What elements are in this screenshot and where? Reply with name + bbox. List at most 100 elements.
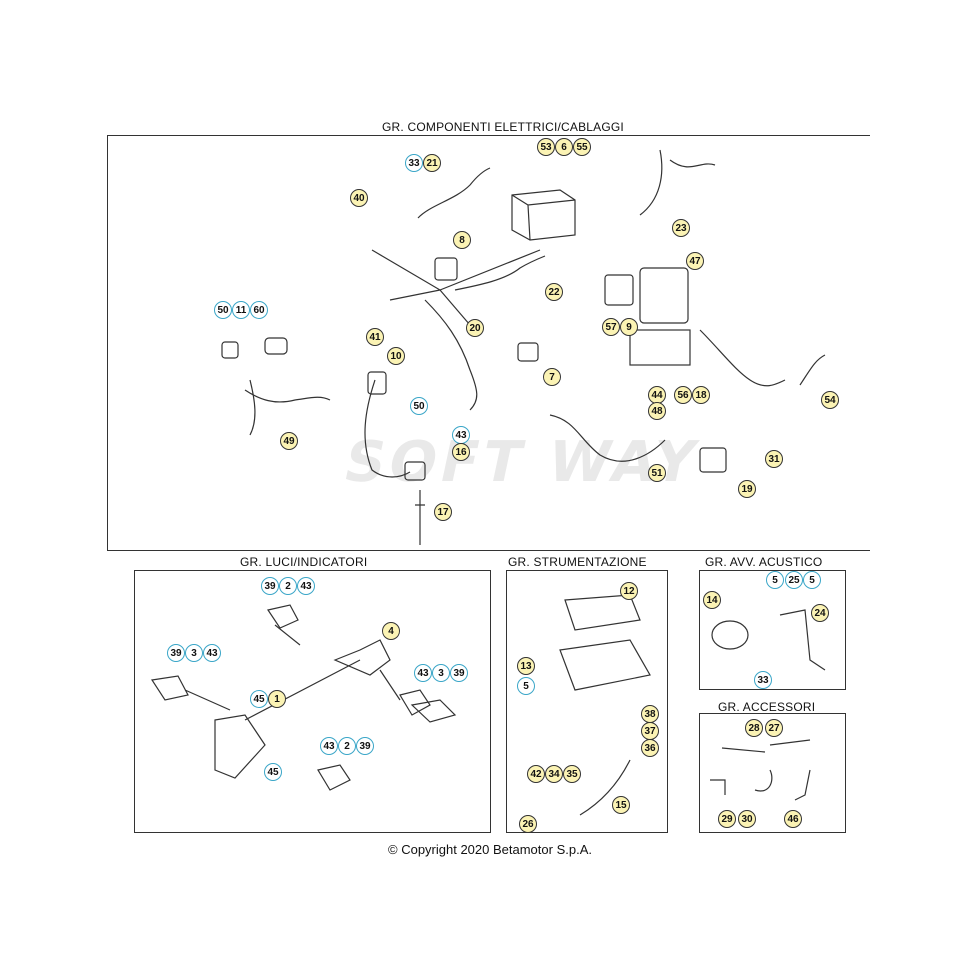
switch-11: [221, 341, 239, 359]
callout-36: 36: [641, 739, 659, 757]
callout-12: 12: [620, 582, 638, 600]
callout-29: 29: [718, 810, 736, 828]
callout-39-c: 39: [450, 664, 468, 682]
callout-6: 6: [555, 138, 573, 156]
strap-28: [721, 747, 766, 753]
harness-18: [699, 329, 786, 387]
callout-3-b: 3: [432, 664, 450, 682]
callout-7: 7: [543, 368, 561, 386]
copyright-text: © Copyright 2020 Betamotor S.p.A.: [388, 842, 592, 857]
callout-16: 16: [452, 443, 470, 461]
callout-17: 17: [434, 503, 452, 521]
callout-43-d: 43: [414, 664, 432, 682]
indicator-right-bot: [410, 699, 457, 723]
callout-41: 41: [366, 328, 384, 346]
callout-23: 23: [672, 219, 690, 237]
callout-53: 53: [537, 138, 555, 156]
callout-5-c: 5: [803, 571, 821, 589]
callout-54: 54: [821, 391, 839, 409]
horn-bracket-24: [779, 609, 826, 671]
cable-21: [417, 167, 491, 219]
callout-28: 28: [745, 719, 763, 737]
callout-5-b: 5: [766, 571, 784, 589]
callout-43-c: 43: [203, 644, 221, 662]
title-lights: GR. LUCI/INDICATORI: [240, 555, 368, 569]
frame-electrical: [107, 135, 870, 551]
indicator-left-top: [267, 604, 299, 629]
dash-bracket-13: [559, 639, 651, 691]
callout-10: 10: [387, 347, 405, 365]
callout-57: 57: [602, 318, 620, 336]
callout-60: 60: [250, 301, 268, 319]
callout-45-b: 45: [264, 763, 282, 781]
callout-39-d: 39: [356, 737, 374, 755]
horn-relay-19: [699, 447, 727, 473]
relay-7: [517, 342, 539, 362]
callout-15: 15: [612, 796, 630, 814]
callout-40: 40: [350, 189, 368, 207]
guide-line: [184, 624, 401, 721]
regulator-47: [639, 267, 689, 324]
callout-13: 13: [517, 657, 535, 675]
cable-51: [549, 414, 666, 462]
callout-1: 1: [268, 690, 286, 708]
callout-20: 20: [466, 319, 484, 337]
callout-8: 8: [453, 231, 471, 249]
guide-46: [794, 769, 811, 801]
harness-23: [639, 149, 716, 216]
callout-22: 22: [545, 283, 563, 301]
callout-21: 21: [423, 154, 441, 172]
title-electrical: GR. COMPONENTI ELETTRICI/CABLAGGI: [382, 120, 624, 134]
callout-35: 35: [563, 765, 581, 783]
callout-43-a: 43: [452, 426, 470, 444]
callout-51: 51: [648, 464, 666, 482]
battery-part: [511, 189, 576, 241]
callout-9: 9: [620, 318, 638, 336]
callout-11: 11: [232, 301, 250, 319]
callout-50-b: 50: [410, 397, 428, 415]
callout-50-a: 50: [214, 301, 232, 319]
callout-43-e: 43: [320, 737, 338, 755]
sparkplug-17: [415, 490, 425, 545]
callout-55: 55: [573, 138, 591, 156]
callout-45-a: 45: [250, 690, 268, 708]
horn-14: [711, 620, 749, 650]
bracket-56: [629, 329, 691, 366]
callout-26: 26: [519, 815, 537, 833]
callout-24: 24: [811, 604, 829, 622]
harness-49b: [249, 379, 256, 436]
callout-43-b: 43: [297, 577, 315, 595]
cable-15: [579, 759, 631, 816]
title-instruments: GR. STRUMENTAZIONE: [508, 555, 647, 569]
guide-line: [371, 249, 541, 326]
callout-19: 19: [738, 480, 756, 498]
callout-3-a: 3: [185, 644, 203, 662]
callout-56: 56: [674, 386, 692, 404]
clip-29: [710, 779, 726, 795]
harness-54: [799, 354, 826, 386]
callout-14: 14: [703, 591, 721, 609]
cdi-57: [604, 274, 634, 306]
callout-39-b: 39: [167, 644, 185, 662]
title-horn: GR. AVV. ACUSTICO: [705, 555, 823, 569]
callout-38: 38: [641, 705, 659, 723]
frame-instruments: [506, 570, 668, 833]
frame-horn: [699, 570, 846, 690]
callout-37: 37: [641, 722, 659, 740]
cap-16: [404, 461, 426, 481]
callout-25: 25: [785, 571, 803, 589]
dashboard-12: [564, 594, 641, 631]
clamp-30: [754, 769, 773, 792]
coil-10: [367, 371, 387, 395]
harness-49: [244, 389, 331, 403]
cable-10-16: [364, 379, 411, 478]
callout-33: 33: [405, 154, 423, 172]
callout-48: 48: [648, 402, 666, 420]
indicator-bottom: [317, 764, 351, 791]
frame-accessories: [699, 713, 846, 833]
callout-2-b: 2: [338, 737, 356, 755]
callout-30: 30: [738, 810, 756, 828]
strap-27: [769, 739, 811, 746]
callout-49: 49: [280, 432, 298, 450]
